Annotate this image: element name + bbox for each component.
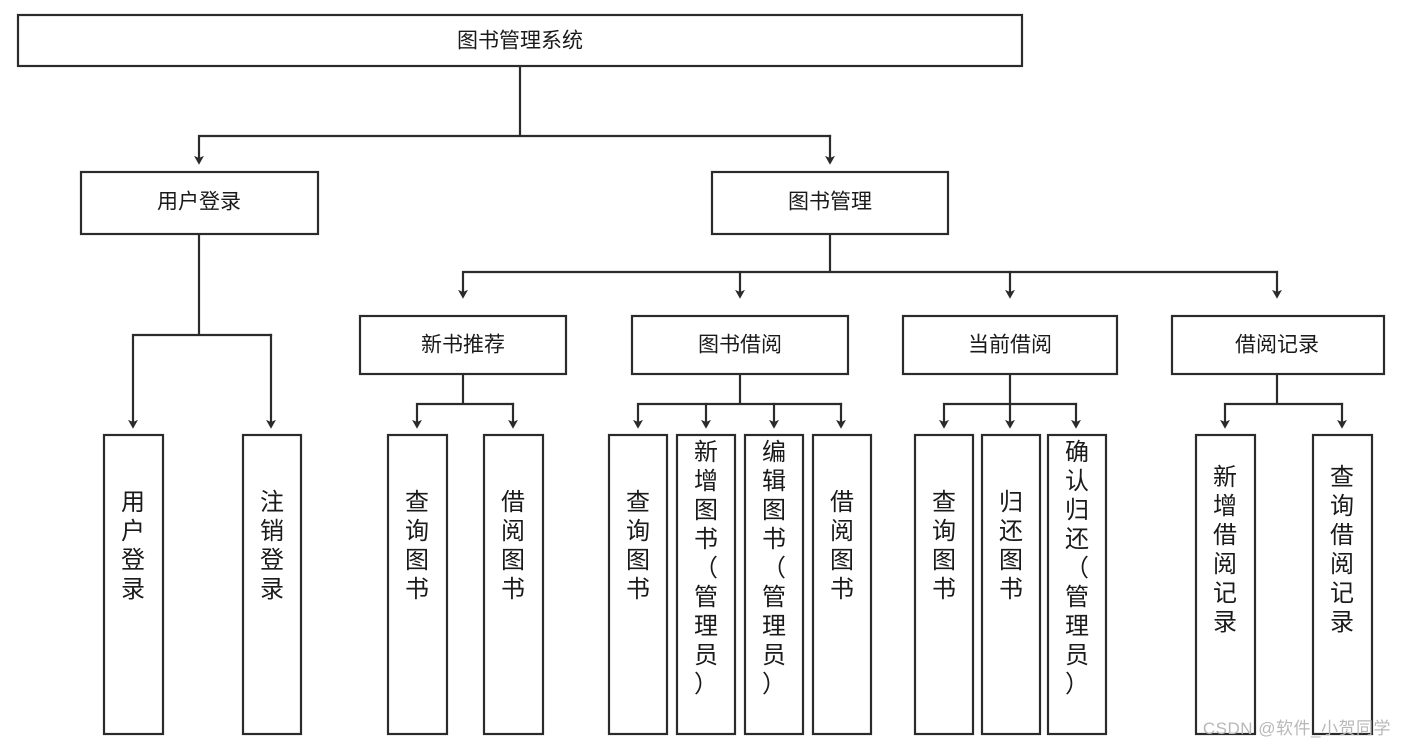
edge-userlogin-bus (133, 232, 273, 424)
node-leaf-query-book-2[interactable]: 查询图书 (607, 433, 669, 736)
edge-bookmanage-bus (463, 232, 1279, 294)
node-leaf-add-book-box[interactable] (675, 433, 737, 736)
node-leaf-logout[interactable]: 注销登录 (241, 433, 303, 736)
node-new-book-rec-box[interactable] (358, 314, 568, 376)
node-leaf-query-record-label: 查询借阅记录 (1330, 464, 1354, 636)
node-leaf-return-book-box[interactable] (980, 433, 1042, 736)
node-current-borrow-label: 当前借阅 (968, 334, 1052, 357)
node-leaf-query-book-1-box[interactable] (386, 433, 449, 736)
node-leaf-add-record-box[interactable] (1194, 433, 1257, 736)
node-leaf-edit-book[interactable]: 编辑图书（管理员） (743, 433, 805, 736)
node-leaf-query-book-2-label: 查询图书 (626, 489, 650, 603)
node-leaf-query-book-3-label: 查询图书 (932, 489, 956, 603)
node-borrow-record[interactable]: 借阅记录 (1170, 314, 1386, 376)
node-leaf-borrow-book-1-label: 借阅图书 (501, 489, 525, 603)
node-borrow-record-label: 借阅记录 (1235, 334, 1319, 357)
node-user-login[interactable]: 用户登录 (79, 170, 320, 236)
edge-bookborrow-bus (638, 372, 843, 424)
node-book-borrow[interactable]: 图书借阅 (630, 314, 850, 376)
node-root-box[interactable] (16, 13, 1024, 68)
node-leaf-return-book[interactable]: 归还图书 (980, 433, 1042, 736)
node-leaf-add-record-label: 新增借阅记录 (1213, 464, 1237, 636)
edge-newbook-bus (417, 372, 515, 424)
edge-root-bus (199, 64, 832, 160)
node-leaf-confirm-return-label: 确认归还（管理员） (1065, 439, 1089, 698)
node-book-manage-label: 图书管理 (788, 191, 872, 214)
node-book-borrow-label: 图书借阅 (698, 334, 782, 357)
node-leaf-edit-book-box[interactable] (743, 433, 805, 736)
node-leaf-query-book-1[interactable]: 查询图书 (386, 433, 449, 736)
node-leaf-query-book-2-box[interactable] (607, 433, 669, 736)
node-book-borrow-box[interactable] (630, 314, 850, 376)
node-book-manage[interactable]: 图书管理 (710, 170, 950, 236)
node-leaf-user-login-box[interactable] (102, 433, 165, 736)
node-leaf-logout-label: 注销登录 (260, 489, 284, 603)
node-new-book-rec[interactable]: 新书推荐 (358, 314, 568, 376)
node-new-book-rec-label: 新书推荐 (421, 334, 505, 357)
node-leaf-user-login-label: 用户登录 (121, 489, 145, 603)
node-leaf-borrow-book-2-label: 借阅图书 (830, 489, 854, 603)
node-leaf-add-book[interactable]: 新增图书（管理员） (675, 433, 737, 736)
node-leaf-query-record[interactable]: 查询借阅记录 (1311, 433, 1374, 736)
node-leaf-query-record-box[interactable] (1311, 433, 1374, 736)
edge-borrowrecord-bus (1225, 372, 1344, 424)
node-leaf-edit-book-label: 编辑图书（管理员） (762, 439, 786, 698)
node-leaf-confirm-return-box[interactable] (1046, 433, 1108, 736)
node-leaf-borrow-book-1-box[interactable] (482, 433, 545, 736)
node-current-borrow-box[interactable] (901, 314, 1119, 376)
node-leaf-borrow-book-2-box[interactable] (811, 433, 873, 736)
node-leaf-borrow-book-2[interactable]: 借阅图书 (811, 433, 873, 736)
node-leaf-return-book-label: 归还图书 (999, 489, 1023, 603)
node-borrow-record-box[interactable] (1170, 314, 1386, 376)
node-root[interactable]: 图书管理系统 (16, 13, 1024, 68)
node-leaf-query-book-3-box[interactable] (913, 433, 975, 736)
node-leaf-user-login[interactable]: 用户登录 (102, 433, 165, 736)
node-leaf-logout-box[interactable] (241, 433, 303, 736)
node-book-manage-box[interactable] (710, 170, 950, 236)
node-leaf-query-book-1-label: 查询图书 (405, 489, 429, 603)
node-current-borrow[interactable]: 当前借阅 (901, 314, 1119, 376)
node-leaf-borrow-book-1[interactable]: 借阅图书 (482, 433, 545, 736)
node-user-login-label: 用户登录 (157, 191, 241, 214)
node-leaf-add-record[interactable]: 新增借阅记录 (1194, 433, 1257, 736)
node-user-login-box[interactable] (79, 170, 320, 236)
node-leaf-query-book-3[interactable]: 查询图书 (913, 433, 975, 736)
node-leaf-add-book-label: 新增图书（管理员） (694, 439, 718, 698)
node-root-label: 图书管理系统 (457, 30, 583, 53)
node-leaf-confirm-return[interactable]: 确认归还（管理员） (1046, 433, 1108, 736)
connector-layer (133, 64, 1347, 424)
